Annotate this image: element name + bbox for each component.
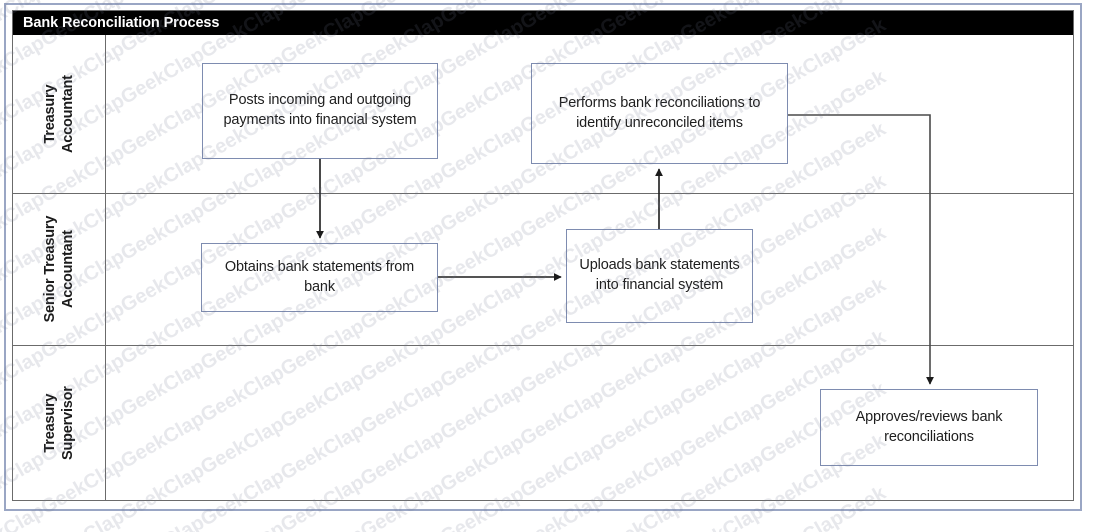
- lane-senior-treasury-accountant: Senior Treasury Accountant: [13, 194, 1073, 346]
- task-obtains-statements[interactable]: Obtains bank statements from bank: [201, 243, 438, 312]
- lane-label-treasury-accountant: Treasury Accountant: [13, 35, 106, 193]
- pool-title-bar: Bank Reconciliation Process: [13, 11, 1073, 35]
- lane-label-line1: Treasury: [41, 393, 58, 453]
- task-uploads-statements[interactable]: Uploads bank statements into financial s…: [566, 229, 753, 323]
- lane-treasury-accountant: Treasury Accountant: [13, 35, 1073, 194]
- task-approves-reconciliations[interactable]: Approves/reviews bank reconciliations: [820, 389, 1038, 466]
- lane-label-line2: Supervisor: [60, 386, 76, 460]
- task-posts-payments[interactable]: Posts incoming and outgoing payments int…: [202, 63, 438, 159]
- lane-label-line1: Treasury: [41, 84, 58, 144]
- lane-label-senior-treasury-accountant: Senior Treasury Accountant: [13, 194, 106, 345]
- lane-treasury-supervisor: Treasury Supervisor: [13, 346, 1073, 500]
- lane-label-line1: Senior Treasury: [41, 216, 58, 323]
- lane-label-treasury-supervisor: Treasury Supervisor: [13, 346, 106, 500]
- lane-label-line2: Accountant: [59, 75, 76, 153]
- task-performs-reconciliations[interactable]: Performs bank reconciliations to identif…: [531, 63, 788, 164]
- lane-label-line2: Accountant: [60, 230, 77, 309]
- page-title: Bank Reconciliation Process: [23, 15, 220, 31]
